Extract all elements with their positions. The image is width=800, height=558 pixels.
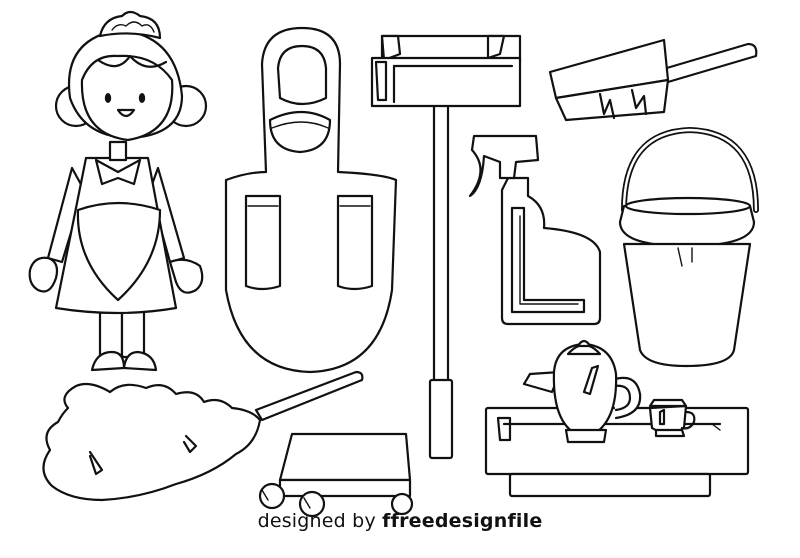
apron-icon [224,26,398,374]
watermark-credit: designed by ffreedesignfile [0,510,800,532]
scrub-brush-icon [548,38,758,122]
freedesignfile-logo-icon: f [382,510,391,532]
credit-prefix: designed by [257,510,376,532]
bucket-icon [618,127,759,368]
maid-icon [28,10,208,372]
teacup-icon [648,398,696,438]
spray-bottle-icon [468,134,602,326]
credit-brand: freedesignfile [390,510,543,532]
squeegee-mop-icon [370,34,522,460]
feather-duster-icon [42,370,364,502]
teapot-icon [522,339,642,444]
tea-tray-icon [484,406,750,498]
sponge-icon [258,432,414,518]
